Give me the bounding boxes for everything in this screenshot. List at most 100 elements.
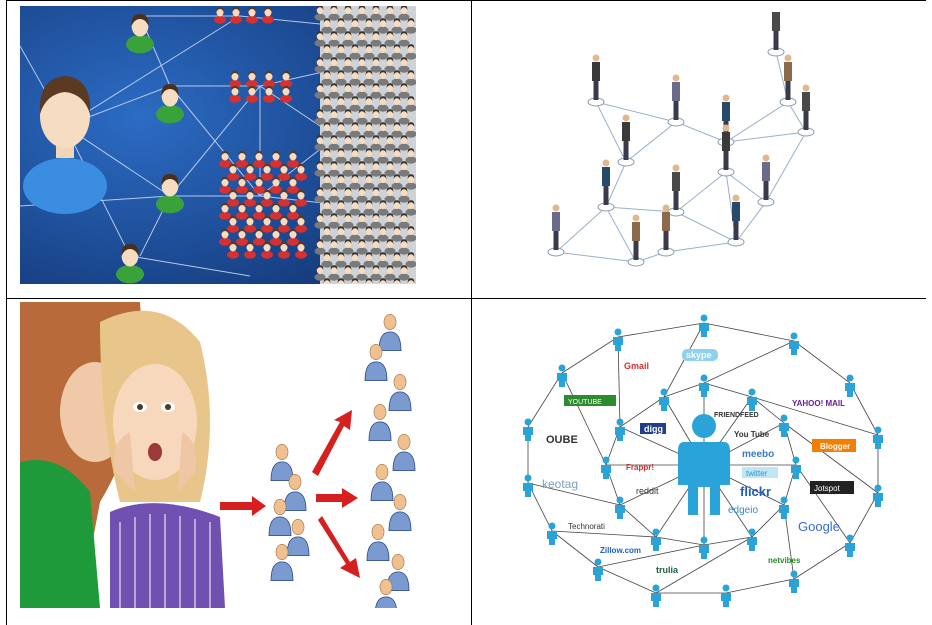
person-icon [287, 150, 299, 168]
person-icon [363, 44, 375, 60]
person-icon [363, 122, 375, 138]
person-icon [261, 241, 273, 259]
logo-trulia: trulia [656, 565, 679, 575]
person-icon [295, 189, 307, 207]
person-icon [321, 44, 333, 60]
person-icon [229, 85, 241, 103]
person-icon [363, 226, 375, 242]
person-icon [323, 278, 331, 284]
person-icon [321, 252, 333, 268]
node-person-icon [845, 374, 855, 397]
node-person-icon [791, 456, 801, 479]
person-icon [328, 213, 340, 229]
person-icon [244, 163, 256, 181]
person-icon [246, 6, 258, 24]
person-icon [405, 200, 416, 216]
person-icon [391, 70, 403, 86]
person-icon [388, 494, 412, 531]
person-icon [342, 31, 354, 47]
node-person-icon [651, 528, 661, 551]
person-icon [335, 70, 347, 86]
person-icon [377, 96, 389, 112]
logo-reddit: reddit [636, 486, 659, 496]
person-icon [328, 187, 340, 203]
panel-social-network: Gmail skype YOUTUBE YAHOO! MAIL digg FRI… [506, 305, 896, 611]
standing-person [632, 214, 640, 260]
person-icon [363, 96, 375, 112]
person-icon [363, 252, 375, 268]
person-icon [356, 239, 368, 255]
person-icon [370, 135, 382, 151]
person-icon [349, 226, 361, 242]
person-icon [236, 176, 248, 194]
person-icon [356, 31, 368, 47]
person-icon [278, 163, 290, 181]
panel-whisper-spread [20, 302, 416, 608]
person-icon [335, 122, 347, 138]
person-icon [335, 18, 347, 34]
person-icon [287, 228, 299, 246]
person-icon [156, 84, 184, 124]
person-icon [314, 6, 326, 21]
person-icon [407, 278, 415, 284]
person-icon [335, 44, 347, 60]
person-icon [314, 83, 326, 99]
person-icon [227, 215, 239, 233]
person-icon [379, 278, 387, 284]
person-icon [377, 70, 389, 86]
person-icon [370, 83, 382, 99]
logo-youtube-ribbon: YOUTUBE [568, 399, 602, 406]
node-person-icon [523, 418, 533, 441]
node-person-icon [615, 496, 625, 519]
person-icon [349, 148, 361, 164]
person-icon [356, 213, 368, 229]
person-icon [314, 57, 326, 73]
person-icon [219, 150, 231, 168]
person-icon [398, 187, 410, 203]
person-icon [342, 135, 354, 151]
person-icon [328, 109, 340, 125]
node-person-icon [845, 534, 855, 557]
standing-person [722, 124, 730, 170]
logo-meebo: meebo [742, 449, 774, 460]
node-person-icon [593, 558, 603, 581]
person-icon [314, 213, 326, 229]
person-icon [268, 499, 292, 536]
logo-google: Google [798, 519, 840, 534]
person-icon [156, 174, 184, 214]
person-icon [349, 252, 361, 268]
person-icon [270, 228, 282, 246]
person-icon [335, 96, 347, 112]
standing-person [602, 159, 610, 205]
person-icon [391, 44, 403, 60]
person-icon [391, 18, 403, 34]
logo-frappr: Frappr! [626, 463, 654, 472]
large-avatar-icon [23, 76, 107, 214]
person-icon [244, 241, 256, 259]
logo-zillow: Zillow.com [600, 546, 641, 555]
person-icon [270, 202, 282, 220]
person-icon [342, 187, 354, 203]
person-icon [246, 85, 258, 103]
person-icon [364, 343, 388, 381]
person-icon [253, 176, 265, 194]
person-icon [392, 434, 416, 471]
person-icon [270, 176, 282, 194]
person-icon [270, 544, 294, 581]
person-icon [405, 18, 416, 34]
person-icon [253, 150, 265, 168]
person-icon [335, 252, 347, 268]
person-icon [398, 6, 410, 21]
person-icon [342, 109, 354, 125]
node-person-icon [721, 584, 731, 607]
panel-network-avatars [20, 6, 416, 284]
person-icon [405, 252, 416, 268]
person-icon [384, 239, 396, 255]
grid-vertical-divider [471, 0, 472, 625]
node-person-icon [615, 418, 625, 441]
person-icon [314, 109, 326, 125]
person-icon [384, 265, 396, 281]
person-icon [377, 200, 389, 216]
person-icon [356, 161, 368, 177]
logo-keotag: keotag [542, 477, 578, 491]
